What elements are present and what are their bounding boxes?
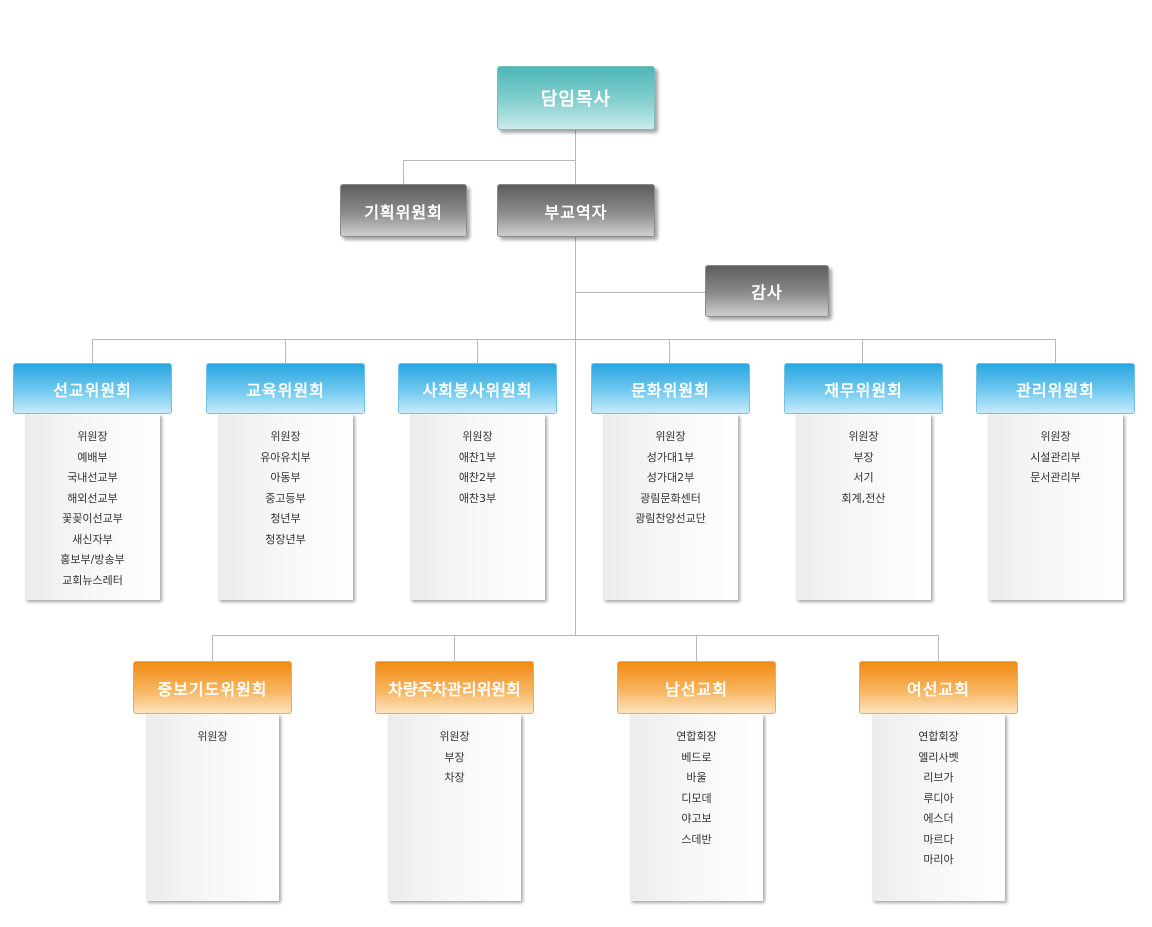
member-item: 엘리사벳 [918,750,959,764]
member-item: 시설관리부 [1030,450,1081,464]
committee-header: 사회봉사위원회 [398,363,557,414]
member-item: 문서관리부 [1030,471,1081,484]
member-item: 바울 [686,771,707,784]
associate-pastors-node: 부교역자 [497,184,655,237]
member-item: 리브가 [923,771,954,784]
committee-member-list: 위원장 예배부 국내선교부 해외선교부 꽃꽂이선교부 새신자부 홍보부/방송부 … [25,414,160,600]
senior-pastor-node: 담임목사 [497,66,655,130]
member-item: 차장 [444,771,465,784]
member-item: 성가대2부 [646,471,695,484]
committee-header: 중보기도위원회 [133,661,292,714]
committee-member-list: 위원장 성가대1부 성가대2부 광림문화센터 광림찬양선교단 [603,414,738,600]
connector-line [454,635,455,661]
member-item: 마르다 [923,832,954,846]
committee-member-list: 연합회장 엘리사벳 리브가 루디아 에스더 마르다 마리아 [872,714,1005,901]
connector-line [575,130,576,636]
committee-member-list: 위원장 [146,714,279,901]
connector-line [92,339,93,363]
connector-line [477,339,478,363]
connector-line [212,635,213,661]
committee-header: 차량주차관리위원회 [375,661,534,714]
member-item: 부장 [853,450,874,464]
member-item: 연합회장 [918,730,959,743]
member-item: 새신자부 [72,532,113,546]
connector-line [1055,339,1056,363]
member-item: 청장년부 [265,532,306,546]
member-item: 유아유치부 [260,450,311,464]
member-item: 애찬2부 [458,471,497,484]
member-item: 광림찬양선교단 [635,512,706,525]
member-item: 위원장 [655,430,686,443]
committee-member-list: 위원장 부장 차장 [388,714,521,901]
member-item: 베드로 [681,750,712,764]
committee-header: 관리위원회 [976,363,1135,414]
member-item: 회계,전산 [841,491,886,505]
planning-committee-node: 기획위원회 [340,184,467,237]
member-item: 중고등부 [265,491,306,505]
committee-member-list: 위원장 부장 서기 회계,전산 [796,414,931,600]
member-item: 마리아 [923,853,954,866]
member-item: 꽃꽂이선교부 [62,512,123,525]
member-item: 위원장 [270,430,301,443]
member-item: 야고보 [681,812,712,825]
committee-member-list: 위원장 시설관리부 문서관리부 [988,414,1123,600]
member-item: 위원장 [1040,430,1071,443]
connector-line [403,160,404,184]
committee-header: 남선교회 [617,661,776,714]
member-item: 예배부 [77,450,108,464]
member-item: 광림문화센터 [640,491,701,505]
member-item: 국내선교부 [67,471,118,484]
member-item: 위원장 [848,430,879,443]
member-item: 위원장 [197,730,228,743]
member-item: 위원장 [439,730,470,743]
member-item: 애찬3부 [458,491,497,505]
committee-header: 문화위원회 [591,363,750,414]
committee-member-list: 위원장 애찬1부 애찬2부 애찬3부 [410,414,545,600]
member-item: 에스더 [923,812,954,825]
committee-header: 재무위원회 [784,363,943,414]
connector-line [285,339,286,363]
connector-line [403,160,576,161]
connector-line [212,635,939,636]
committee-header: 교육위원회 [206,363,365,414]
connector-line [575,292,705,293]
committee-member-list: 위원장 유아유치부 아동부 중고등부 청년부 청장년부 [218,414,353,600]
member-item: 교회뉴스레터 [62,573,123,587]
member-item: 연합회장 [676,730,717,743]
audit-node: 감사 [705,265,829,317]
committee-header: 선교위원회 [13,363,172,414]
committee-member-list: 연합회장 베드로 바울 디모데 야고보 스데반 [630,714,763,901]
member-item: 위원장 [77,430,108,443]
connector-line [669,339,670,363]
member-item: 서기 [853,471,874,484]
member-item: 스데반 [681,832,712,846]
member-item: 청년부 [270,512,301,525]
member-item: 위원장 [462,430,493,443]
connector-line [696,635,697,661]
member-item: 루디아 [923,791,954,805]
member-item: 디모데 [681,791,712,805]
committee-header: 여선교회 [859,661,1018,714]
connector-line [92,339,1056,340]
member-item: 부장 [444,750,465,764]
connector-line [862,339,863,363]
member-item: 애찬1부 [458,450,497,464]
member-item: 홍보부/방송부 [60,553,125,566]
connector-line [938,635,939,661]
member-item: 아동부 [270,471,301,484]
member-item: 성가대1부 [646,450,695,464]
member-item: 해외선교부 [67,491,118,505]
